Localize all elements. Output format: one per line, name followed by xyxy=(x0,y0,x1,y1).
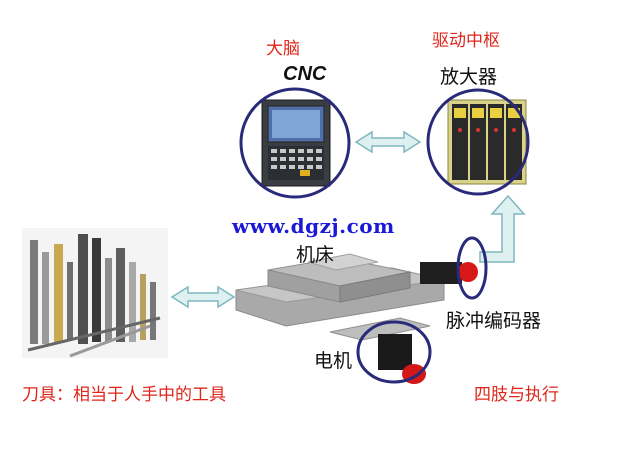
encoder-ellipse xyxy=(456,236,488,300)
motor-image xyxy=(378,334,426,384)
website-watermark: www.dgzj.com xyxy=(232,214,395,238)
cnc-amplifier-double-arrow xyxy=(354,130,422,154)
machine-bed-label: 机床 xyxy=(296,244,335,266)
cutting-tools-image xyxy=(22,228,168,358)
amplifier-ellipse xyxy=(426,88,530,196)
encoder-feedback-arrow xyxy=(479,194,526,263)
drive-hub-label: 驱动中枢 xyxy=(432,31,500,51)
cnc-label: CNC xyxy=(283,63,327,85)
limbs-caption: 四肢与执行 xyxy=(474,385,559,405)
motor-label: 电机 xyxy=(314,350,353,372)
brain-label: 大脑 xyxy=(266,39,300,59)
tool-machine-double-arrow xyxy=(170,285,236,309)
amplifier-label: 放大器 xyxy=(440,66,498,88)
cnc-controller-image xyxy=(261,99,331,187)
amplifier-image xyxy=(447,99,527,185)
encoder-servo-image xyxy=(420,262,478,284)
motor-ellipse xyxy=(356,320,432,384)
pulse-encoder-label: 脉冲编码器 xyxy=(446,310,542,332)
cnc-ellipse xyxy=(239,87,351,199)
tool-caption: 刀具：相当于人手中的工具 xyxy=(22,385,226,405)
